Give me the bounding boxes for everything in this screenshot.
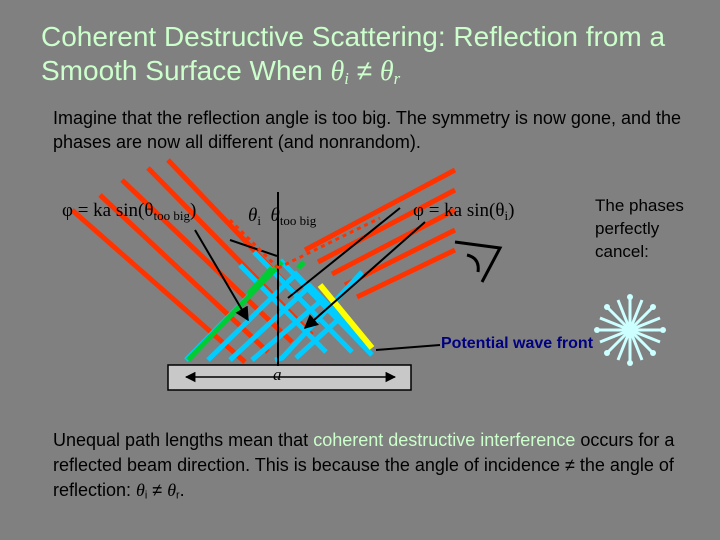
incident-angle-dashed-line <box>228 218 280 270</box>
title-neq: ≠ <box>348 55 380 86</box>
title-text: Coherent Destructive Scattering: Reflect… <box>41 21 666 86</box>
wave-front <box>317 283 375 350</box>
highlight-term: coherent destructive interference <box>313 430 576 450</box>
phase-segments <box>186 260 306 362</box>
potential-wave-front-label: Potential wave front <box>441 335 594 352</box>
phi-right-label: φ = ka sin(θi) <box>413 200 515 223</box>
wave-front-pointer <box>375 344 441 351</box>
title-theta-r: θr <box>379 56 401 89</box>
a-label: a <box>273 365 282 384</box>
theta-center-label: θi θtoo big <box>248 205 317 228</box>
reflected-rays-red <box>303 167 457 300</box>
phasor-star-arrowheads <box>594 294 666 366</box>
detector-eye-icon <box>454 240 503 283</box>
phi-left-label: φ = ka sin(θtoo big) <box>62 200 197 223</box>
title-theta-i: θi <box>330 56 349 89</box>
bottom-explanation: Unequal path lengths mean that coherent … <box>53 430 675 502</box>
reflection-direction-line <box>287 207 401 299</box>
intro-text: Imagine that the reflection angle is too… <box>53 108 682 152</box>
too-big-angle-dashed-line <box>277 216 381 270</box>
incident-rays <box>70 158 332 364</box>
phasor-star-icon <box>598 298 662 362</box>
phi-left-pointer <box>194 229 249 322</box>
phases-cancel-note: The phases perfectly cancel: <box>595 196 684 261</box>
incident-direction-line <box>229 239 278 257</box>
slide-title: Coherent Destructive Scattering: Reflect… <box>41 20 701 96</box>
phi-right-pointer <box>303 221 426 329</box>
